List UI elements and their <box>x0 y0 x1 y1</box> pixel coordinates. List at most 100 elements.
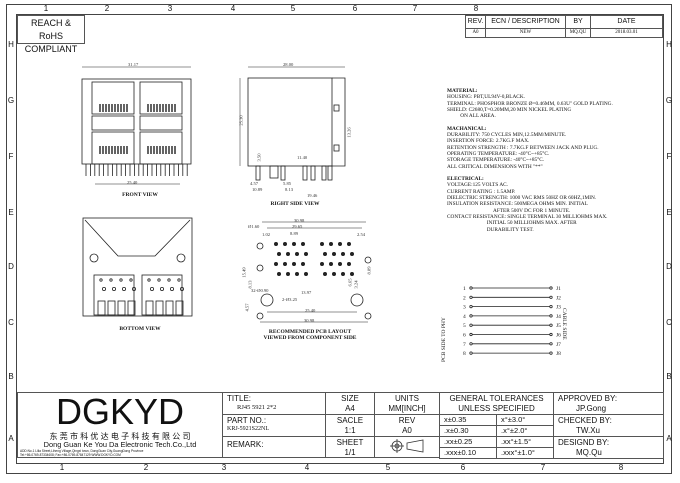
spec-line: CURRENT RATING : 1.5AMP. <box>447 188 516 195</box>
spec-line: DIELECTRIC STRENGTH: 1000 VAC RMS 50HZ O… <box>447 195 597 202</box>
dimension-label: 5.85 <box>283 181 292 186</box>
spec-line: AFTER 500V DC FOR 1 MINUTE. <box>447 207 571 214</box>
compliance-box: REACH & RoHS COMPLIANT <box>17 15 85 54</box>
column-number-bottom: 2 <box>143 463 149 472</box>
title-value: RJ45 5921 2*2 <box>237 404 277 411</box>
column-number-top: 1 <box>43 4 49 13</box>
company-block: DGKYD 东 莞 市 科 优 达 电 子 科 技 有 限 公 司 Dong G… <box>17 392 223 458</box>
dimension-label: Ø1.60 <box>248 224 260 229</box>
row-letter-left: G <box>7 96 15 105</box>
column-number-bottom: 7 <box>540 463 546 472</box>
remark-cell: REMARK: <box>222 436 326 458</box>
spec-line: TERMINAL: PHOSPHOR BRONZE Ø=0.46MM, 0.63… <box>447 100 613 107</box>
spec-line: DURABILITY TEST. <box>447 226 534 233</box>
row-letter-right: B <box>666 372 672 381</box>
row-letter-right: C <box>666 318 672 327</box>
spec-line: ALL CRITICAL DIMENSIONS WITH "**" <box>447 163 543 170</box>
approved-by-cell: APPROVED BY:JP.Gong <box>553 392 664 415</box>
column-number-top: 2 <box>104 4 110 13</box>
compliance-line1: REACH & RoHS <box>30 18 71 41</box>
size-label: SIZE <box>341 394 359 403</box>
row-letter-left: D <box>8 262 14 271</box>
spec-line: CONTACT RESISTANCE: SINGLE TERMINAL 30 M… <box>447 213 608 220</box>
tolerance-angular: .xxx°±1.0° <box>496 447 554 459</box>
remark-label: REMARK: <box>227 440 264 449</box>
column-number-top: 8 <box>473 4 479 13</box>
front-view-label: FRONT VIEW <box>122 192 158 198</box>
tolerance-title2: UNLESS SPECIFIED <box>458 404 535 413</box>
dimension-label: 25.40 <box>127 180 138 185</box>
jack-label: J2 <box>556 295 561 301</box>
date-value: 2018.03.01 <box>590 28 663 38</box>
dimension-label: 25.40 <box>305 308 316 313</box>
jack-label: J1 <box>556 286 561 292</box>
rev-value: A0 <box>402 426 412 435</box>
row-letter-right: G <box>665 96 673 105</box>
part-no-value: KRJ-5921S22NL <box>227 426 270 432</box>
dimension-label: 28.00 <box>283 62 294 67</box>
spec-line: INSERTION FORCE: 2.7KG.F MAX. <box>447 138 530 145</box>
jack-label: J4 <box>556 314 561 320</box>
row-letter-right: E <box>666 208 672 217</box>
front-view <box>81 66 192 185</box>
row-letter-right: A <box>666 434 672 443</box>
jack-label: J5 <box>556 323 561 329</box>
title-label: TITLE: <box>227 394 252 403</box>
approved-value: JP.Gong <box>576 404 607 413</box>
spec-line: OPERATING TEMPERATURE: -40°C~+85°C. <box>447 150 550 157</box>
row-letter-left: H <box>8 40 14 49</box>
row-letter-left: F <box>8 152 14 161</box>
spec-line: INITIAL 50 MILLIOHMS MAX. AFTER <box>447 220 577 227</box>
bottom-view <box>82 217 193 317</box>
dimension-label: 8.89 <box>366 266 372 275</box>
row-letter-left: B <box>8 372 14 381</box>
dimension-label: 2.54 <box>357 232 366 237</box>
cable-side-label: CABLE SIDE <box>561 308 567 340</box>
spec-line: ON ALL AREA. <box>447 113 496 120</box>
company-name-cn: 东 莞 市 科 优 达 电 子 科 技 有 限 公 司 <box>49 432 191 441</box>
dimension-label: 29.65 <box>292 224 303 229</box>
outer-border <box>6 4 672 474</box>
spec-line: RETENTION STRENGTH : 7.7KG.F BETWEEN JAC… <box>447 144 599 151</box>
dimension-label: 31.17 <box>128 62 139 67</box>
pin-number: 6 <box>463 333 466 339</box>
spec-line: STORAGE TEMPERATURE: -40°C~+85°C. <box>447 157 545 164</box>
row-letter-right: D <box>666 262 672 271</box>
pcb-side-label: PCB SIDE TO PHY <box>441 317 447 362</box>
dimension-label: 6.65 <box>347 278 353 287</box>
scale-value: 1:1 <box>344 426 356 435</box>
dimension-label: 2-Ø3.25 <box>282 297 298 302</box>
dimension-label: 15.49 <box>241 267 247 278</box>
right-side-view-label: RIGHT SIDE VIEW <box>270 201 320 207</box>
pcb-label-line1: RECOMMENDED PCB LAYOUT <box>268 329 352 335</box>
pcb-layout-label: RECOMMENDED PCB LAYOUT VIEWED FROM COMPO… <box>250 329 370 341</box>
right-side-view <box>239 66 346 181</box>
specifications: MATERIAL: HOUSING: PBT,UL94V-0,BLACK. TE… <box>447 88 613 233</box>
spec-heading: ELECTRICAL: <box>447 176 484 183</box>
company-address: ADD:No.1 Lilia Street,Liheng Village,Qin… <box>20 449 144 453</box>
company-logo: DGKYD <box>55 391 185 432</box>
spec-heading: MATERIAL: <box>447 88 478 94</box>
company-name-en: Dong Guan Ke You Da Electronic Tech.Co.,… <box>43 440 197 449</box>
column-number-bottom: 5 <box>385 463 391 472</box>
compliance-line2: COMPLIANT <box>24 44 78 54</box>
tolerance-title1: GENERAL TOLERANCES <box>449 394 544 403</box>
designed-value: MQ.Qu <box>576 448 602 457</box>
dimension-label: 4.57 <box>244 303 250 312</box>
dimension-label: 19.46 <box>307 193 318 198</box>
column-number-bottom: 8 <box>618 463 624 472</box>
sheet-label: SHEET <box>336 438 364 447</box>
jack-label: J6 <box>556 333 561 339</box>
jack-label: J3 <box>556 305 561 311</box>
company-contact: Tel:+86-0769-87334608; Fax:+86-0769-8784… <box>20 453 121 457</box>
tolerance-linear: .xxx±0.10 <box>439 447 497 459</box>
jack-label: J8 <box>556 351 561 357</box>
dimension-label: 1.02 <box>262 232 271 237</box>
designed-by-cell: DESIGND BY:MQ.Qu <box>553 436 664 459</box>
projection-cell <box>374 436 440 458</box>
